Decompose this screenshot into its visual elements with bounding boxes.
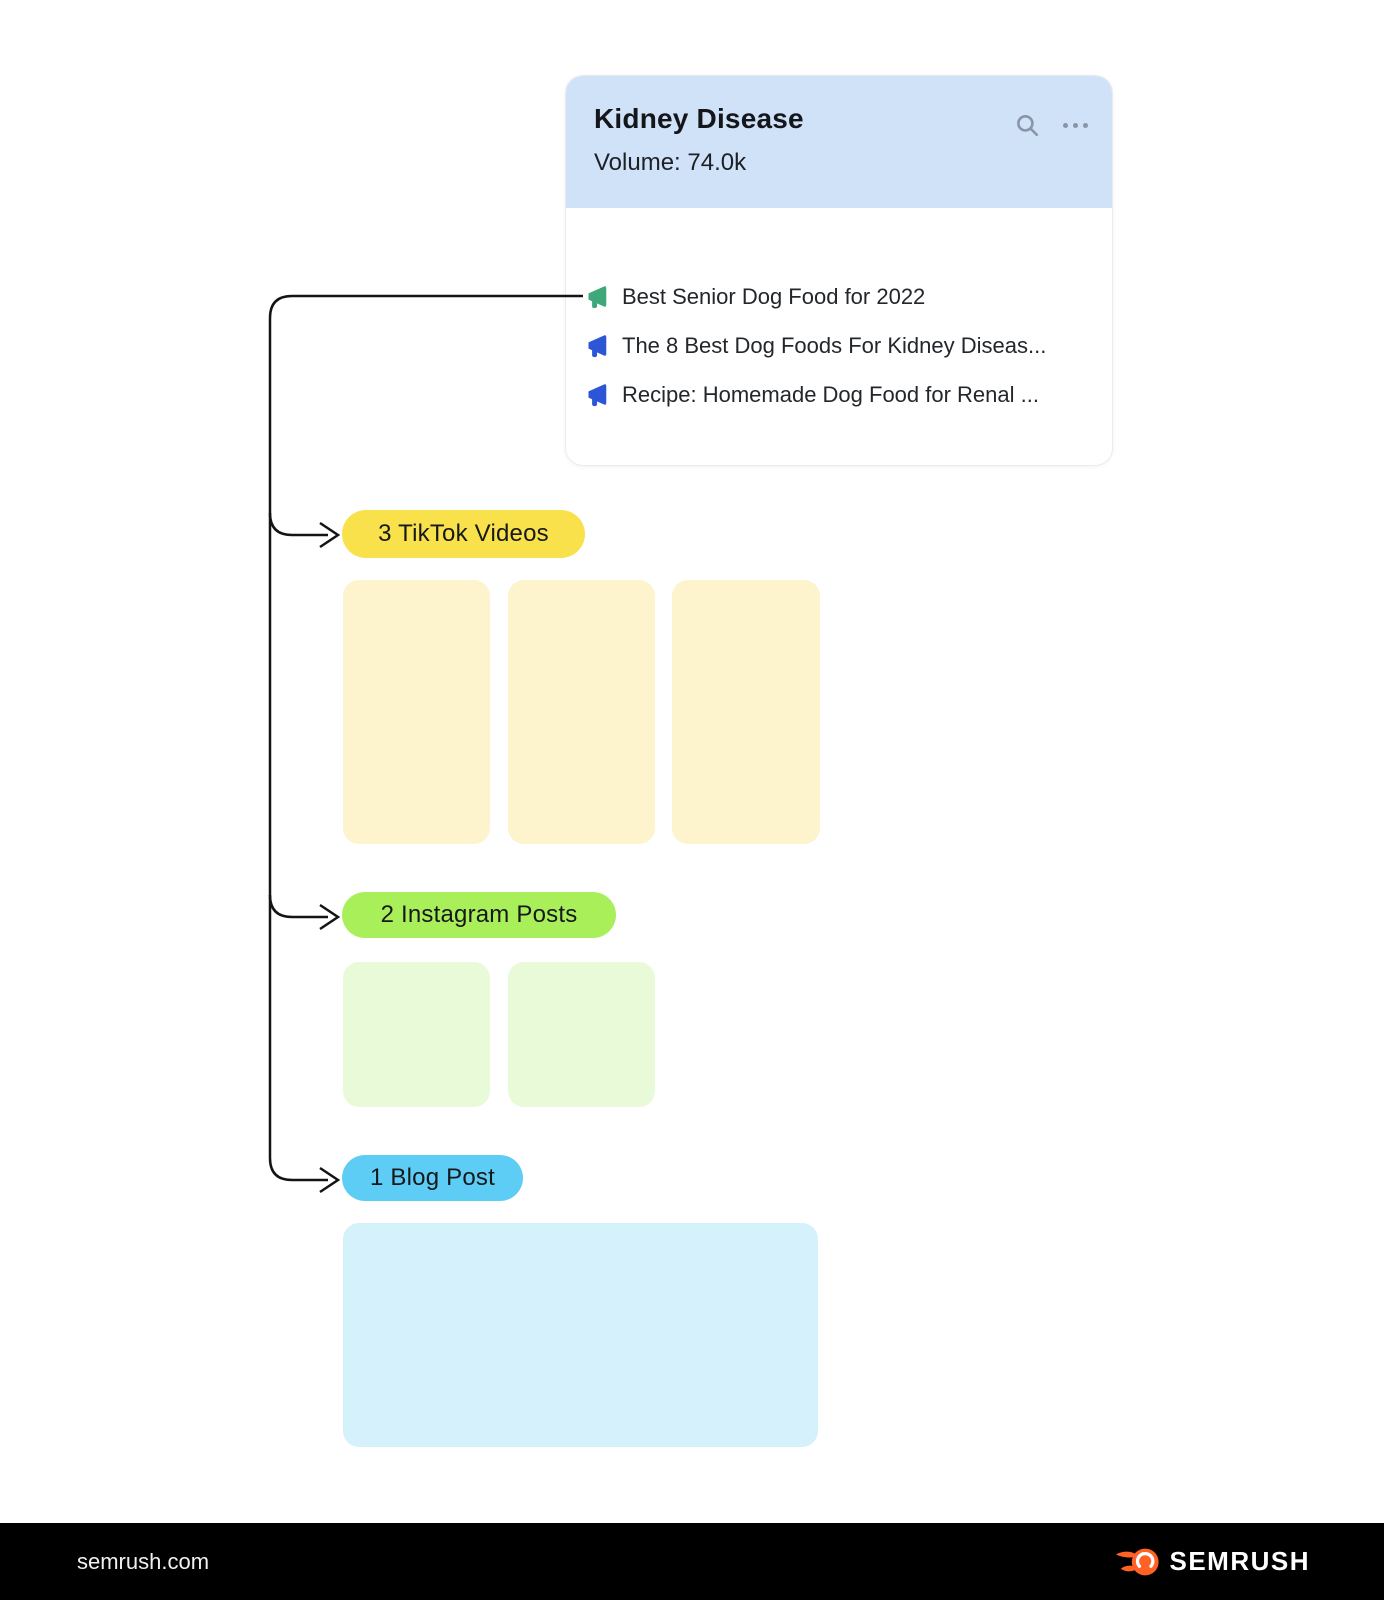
keyword-item-label: Recipe: Homemade Dog Food for Renal ...	[622, 381, 1039, 407]
tiktok-video-placeholder	[343, 580, 490, 844]
search-icon[interactable]	[1014, 112, 1040, 138]
instagram-post-placeholder	[343, 962, 490, 1107]
instagram-posts-pill: 2 Instagram Posts	[342, 892, 616, 938]
list-item[interactable]: The 8 Best Dog Foods For Kidney Diseas..…	[584, 321, 1098, 370]
connector-branch-tiktok	[268, 512, 328, 537]
tiktok-video-placeholder	[672, 580, 820, 844]
keyword-item-label: The 8 Best Dog Foods For Kidney Diseas..…	[622, 332, 1047, 358]
blog-post-placeholder	[343, 1223, 818, 1447]
instagram-post-placeholder	[508, 962, 655, 1107]
list-item[interactable]: Recipe: Homemade Dog Food for Renal ...	[584, 370, 1098, 419]
footer-site-url: semrush.com	[77, 1548, 210, 1574]
semrush-logo: SEMRUSH	[1115, 1542, 1310, 1582]
semrush-flame-icon	[1116, 1548, 1160, 1575]
arrowhead-blog	[319, 1166, 341, 1194]
connector-branch-instagram	[268, 894, 328, 919]
tiktok-videos-pill: 3 TikTok Videos	[342, 510, 585, 558]
ellipsis-menu-icon[interactable]	[1063, 123, 1088, 128]
keyword-item-label: Best Senior Dog Food for 2022	[622, 283, 926, 309]
megaphone-icon	[588, 286, 607, 309]
list-item[interactable]: Best Senior Dog Food for 2022	[584, 272, 1098, 321]
keyword-card-items: Best Senior Dog Food for 2022 The 8 Best…	[584, 272, 1098, 419]
keyword-volume: Volume: 74.0k	[594, 149, 747, 176]
megaphone-icon	[588, 384, 607, 407]
keyword-card-header: Kidney Disease Volume: 74.0k	[566, 76, 1112, 208]
keyword-card: Kidney Disease Volume: 74.0k Best Senior…	[565, 75, 1113, 466]
footer-bar: semrush.com SEMRUSH	[0, 1523, 1384, 1600]
blog-post-pill: 1 Blog Post	[342, 1155, 523, 1201]
arrowhead-instagram	[319, 903, 341, 931]
tiktok-video-placeholder	[508, 580, 655, 844]
megaphone-icon	[588, 335, 607, 358]
semrush-wordmark: SEMRUSH	[1169, 1546, 1310, 1576]
arrowhead-tiktok	[319, 521, 341, 549]
keyword-title: Kidney Disease	[594, 103, 804, 134]
